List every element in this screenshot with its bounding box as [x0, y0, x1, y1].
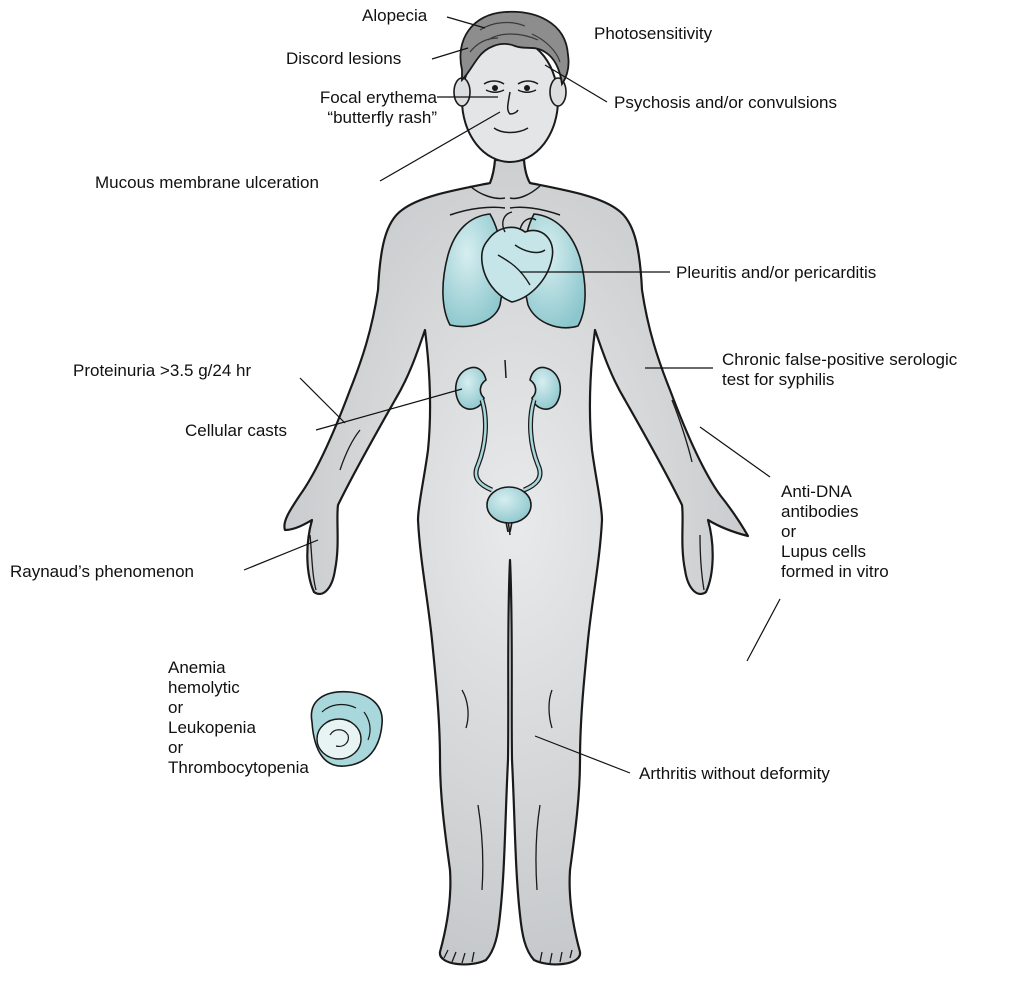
leader-antidna-lower [747, 599, 780, 661]
label-antidna-line4: Lupus cells [781, 542, 889, 562]
label-anemia-line5: or [168, 738, 309, 758]
label-focal-line1: Focal erythema [320, 88, 437, 108]
label-photosensitivity: Photosensitivity [594, 24, 712, 44]
label-anti-dna: Anti-DNA antibodies or Lupus cells forme… [781, 482, 889, 582]
label-proteinuria: Proteinuria >3.5 g/24 hr [73, 361, 251, 381]
label-alopecia: Alopecia [362, 6, 427, 26]
label-anemia-line2: hemolytic [168, 678, 309, 698]
label-anemia-line6: Thrombocytopenia [168, 758, 309, 778]
blood-cell [311, 692, 382, 766]
label-anemia: Anemia hemolytic or Leukopenia or Thromb… [168, 658, 309, 778]
label-raynaud: Raynaud’s phenomenon [10, 562, 194, 582]
label-chronic-line2: test for syphilis [722, 370, 957, 390]
label-anemia-line3: or [168, 698, 309, 718]
label-antidna-line1: Anti-DNA [781, 482, 889, 502]
label-antidna-line3: or [781, 522, 889, 542]
label-focal-line2: “butterfly rash” [320, 108, 437, 128]
label-arthritis: Arthritis without deformity [639, 764, 830, 784]
label-chronic-line1: Chronic false-positive serologic [722, 350, 957, 370]
left-ear [454, 78, 470, 106]
leader-proteinuria [300, 378, 345, 423]
label-focal-erythema: Focal erythema “butterfly rash” [320, 88, 437, 128]
label-antidna-line2: antibodies [781, 502, 889, 522]
label-cellular-casts: Cellular casts [185, 421, 287, 441]
label-psychosis: Psychosis and/or convulsions [614, 93, 837, 113]
label-antidna-line5: formed in vitro [781, 562, 889, 582]
bladder [487, 487, 531, 523]
label-mucous-membrane: Mucous membrane ulceration [95, 173, 319, 193]
label-anemia-line1: Anemia [168, 658, 309, 678]
label-chronic-syphilis: Chronic false-positive serologic test fo… [722, 350, 957, 390]
left-eye [492, 85, 498, 91]
leader-antidna-upper [700, 427, 770, 477]
right-eye [524, 85, 530, 91]
label-pleuritis: Pleuritis and/or pericarditis [676, 263, 876, 283]
label-anemia-line4: Leukopenia [168, 718, 309, 738]
label-discoid-lesions: Discord lesions [286, 49, 401, 69]
